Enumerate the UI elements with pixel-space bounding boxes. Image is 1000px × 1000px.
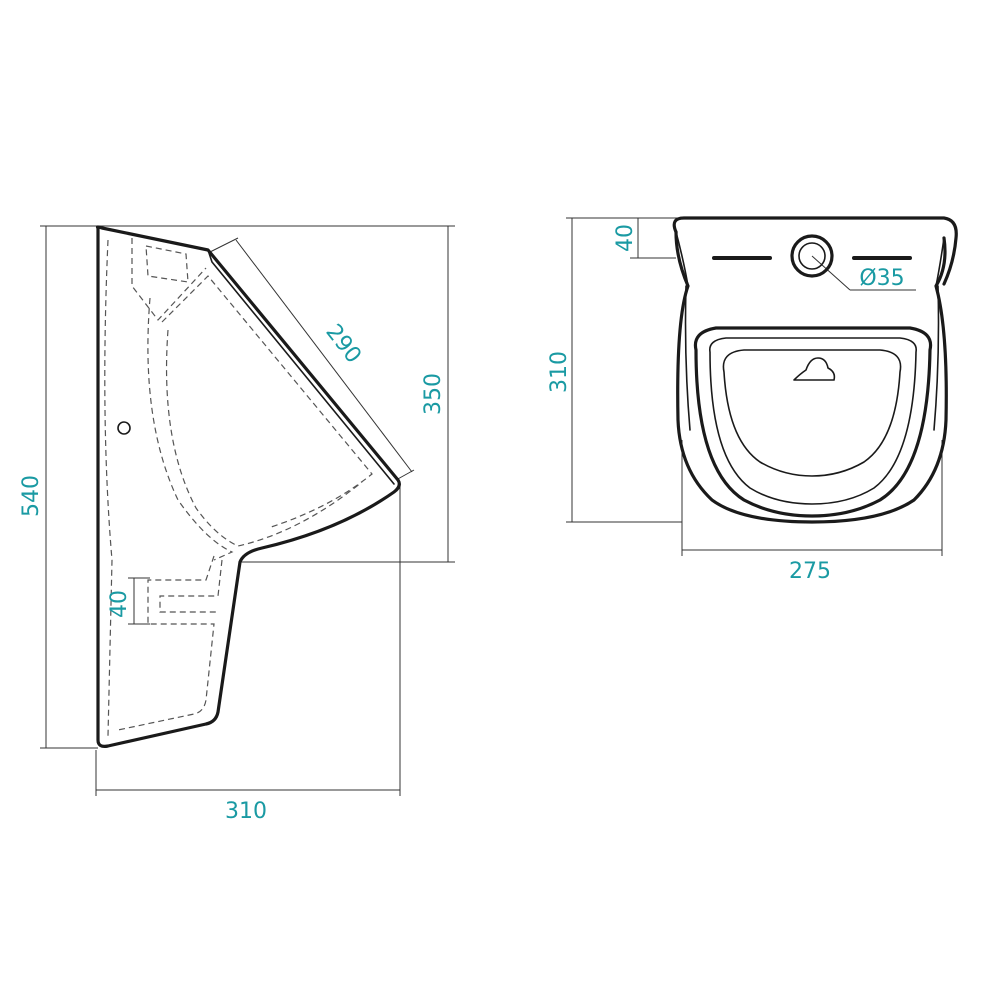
hidden-bowl-inner	[165, 329, 363, 547]
top-slot-right	[852, 256, 912, 260]
dim-label-40-front: 40	[613, 224, 638, 252]
top-slot-left	[712, 256, 772, 260]
hidden-inlet-pipe	[131, 238, 207, 321]
dim-label-310-side: 310	[225, 799, 267, 824]
bowl-rim-edge	[207, 249, 395, 485]
hidden-front-wall	[104, 239, 113, 737]
hidden-inlet-box	[145, 245, 189, 283]
front-side-wall-right	[933, 285, 940, 431]
urinal-side-outline	[95, 225, 401, 748]
drain-icon	[793, 357, 836, 381]
hidden-spray-channel	[161, 275, 373, 529]
mounting-hole-icon	[117, 421, 131, 435]
ext-line-290-a	[209, 237, 239, 253]
front-side-wall-left	[684, 285, 691, 431]
front-view: 40 310 275 Ø35	[547, 216, 958, 584]
hidden-drain-trap-inner	[159, 559, 223, 613]
inlet-outer-icon	[790, 234, 834, 278]
hidden-drain-trap	[117, 555, 215, 731]
dim-label-350: 350	[421, 373, 446, 415]
dim-label-275: 275	[789, 559, 831, 584]
dim-label-540: 540	[19, 475, 44, 517]
dim-label-310-front: 310	[547, 351, 572, 393]
bowl-outer-rim	[693, 326, 933, 518]
bowl-inner-rim	[709, 337, 917, 505]
ext-line-290-b	[395, 469, 415, 481]
side-view: 540 350 310 290 40	[19, 225, 455, 824]
dim-line-290	[235, 239, 413, 473]
dim-label-40-side: 40	[107, 590, 132, 618]
front-body-outline	[674, 230, 948, 524]
bowl-basin	[722, 349, 902, 477]
dim-label-diameter: Ø35	[859, 266, 904, 291]
leader-diameter	[811, 255, 851, 291]
inlet-inner-icon	[798, 242, 826, 270]
front-top-rim	[672, 216, 958, 286]
front-shelf-line	[675, 231, 945, 287]
hidden-bowl-back	[147, 297, 234, 561]
